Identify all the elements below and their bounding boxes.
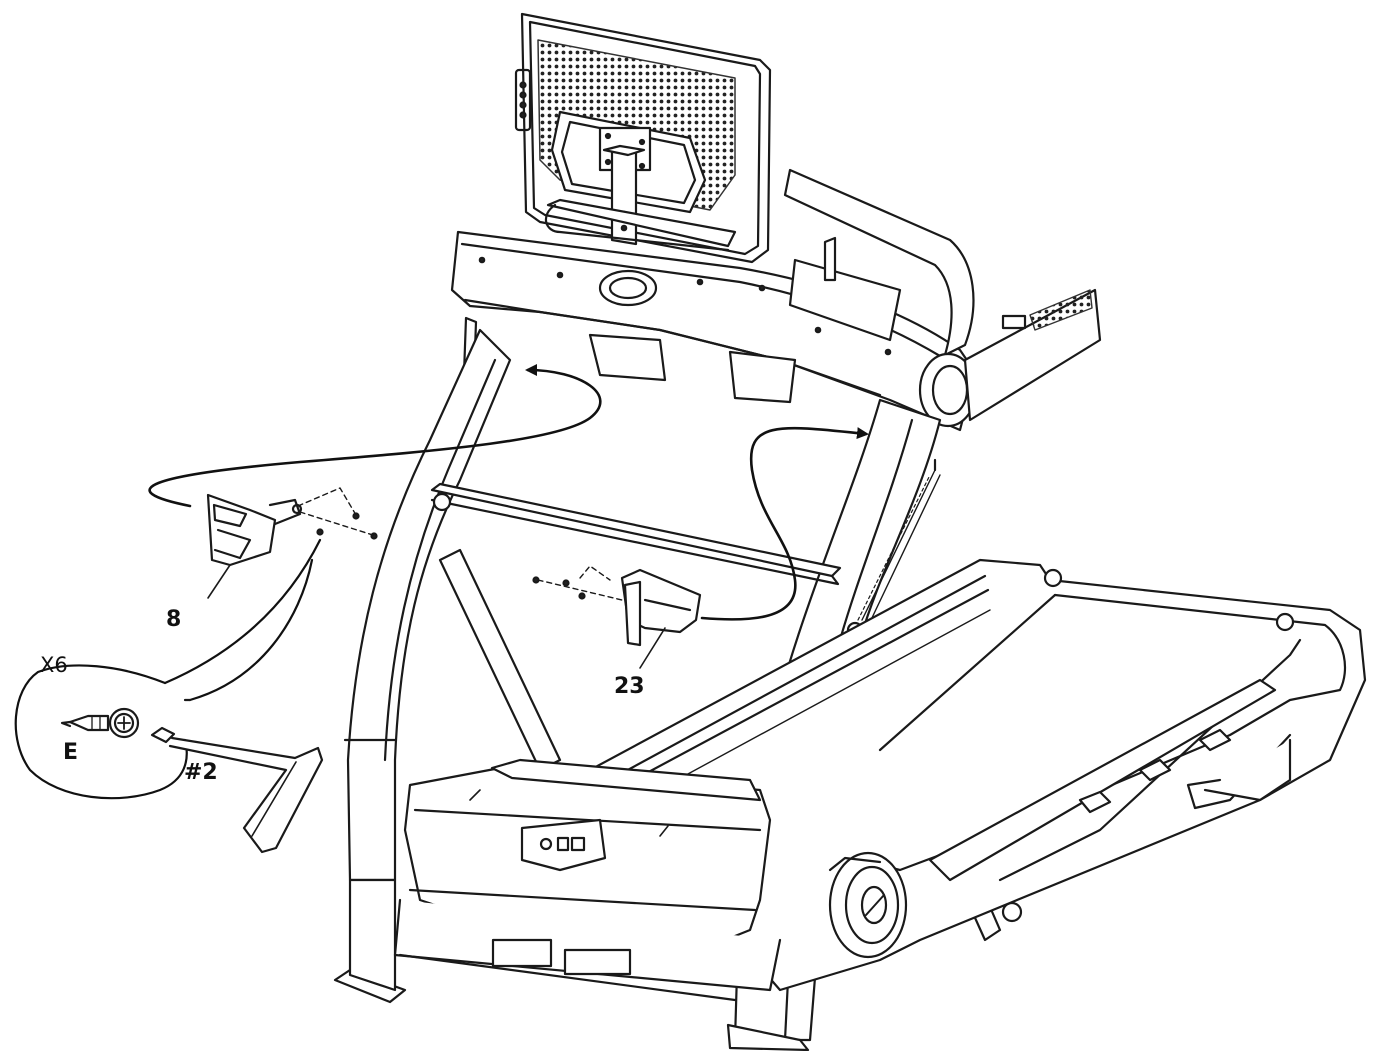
right-handlebar xyxy=(783,168,1102,428)
assembly-arrow-left xyxy=(148,364,602,508)
screw-detail-callout xyxy=(14,538,322,800)
console-tray xyxy=(450,230,977,432)
hex-driver-icon xyxy=(150,726,324,854)
quantity-label: X6 xyxy=(40,653,68,677)
front-roller xyxy=(828,851,908,959)
assembly-arrow-right xyxy=(700,426,869,621)
x-brace-left xyxy=(438,548,562,772)
driver-size-label: #2 xyxy=(184,760,218,785)
part-23-cover xyxy=(532,565,702,669)
part-8-cover xyxy=(206,487,378,599)
part-8-label: 8 xyxy=(166,607,182,632)
screw-e-icon xyxy=(60,707,140,739)
screw-e-label: E xyxy=(63,740,79,765)
brand-logo-on-frame xyxy=(857,474,931,621)
treadmill-deck xyxy=(588,558,1367,992)
upright-crossbar xyxy=(430,482,842,586)
motor-hood xyxy=(393,758,782,1002)
part-23-label: 23 xyxy=(614,674,645,699)
screen-mount-post xyxy=(544,144,737,252)
